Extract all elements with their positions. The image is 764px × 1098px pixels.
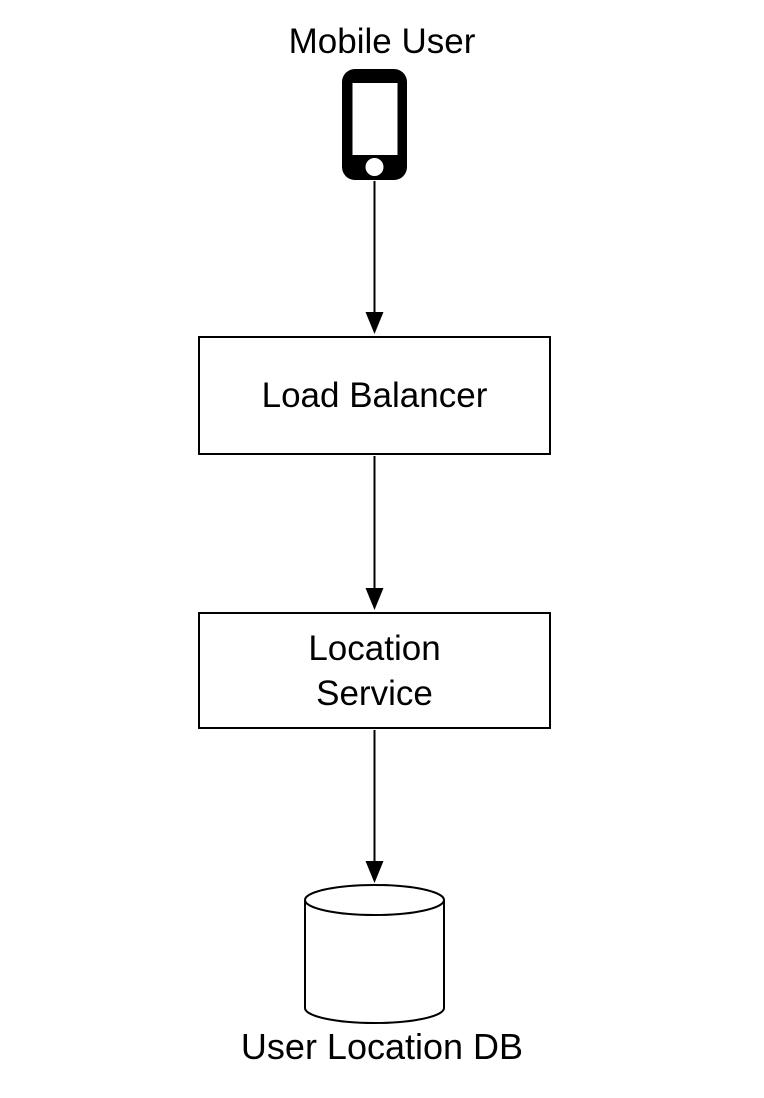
arrow-location-service-to-user-location-db bbox=[365, 730, 384, 883]
mobile-user-label: Mobile User bbox=[288, 22, 476, 61]
location-service-label: Location Service bbox=[308, 628, 441, 713]
database-cylinder-icon bbox=[304, 884, 445, 1024]
location-service-node: Location Service bbox=[198, 612, 551, 729]
user-location-db-label: User Location DB bbox=[240, 1026, 524, 1067]
load-balancer-node: Load Balancer bbox=[198, 336, 551, 455]
load-balancer-label: Load Balancer bbox=[261, 376, 488, 415]
arrow-load-balancer-to-location-service bbox=[365, 456, 384, 610]
arrow-mobile-user-to-load-balancer bbox=[365, 181, 384, 334]
mobile-phone-icon bbox=[342, 69, 407, 180]
